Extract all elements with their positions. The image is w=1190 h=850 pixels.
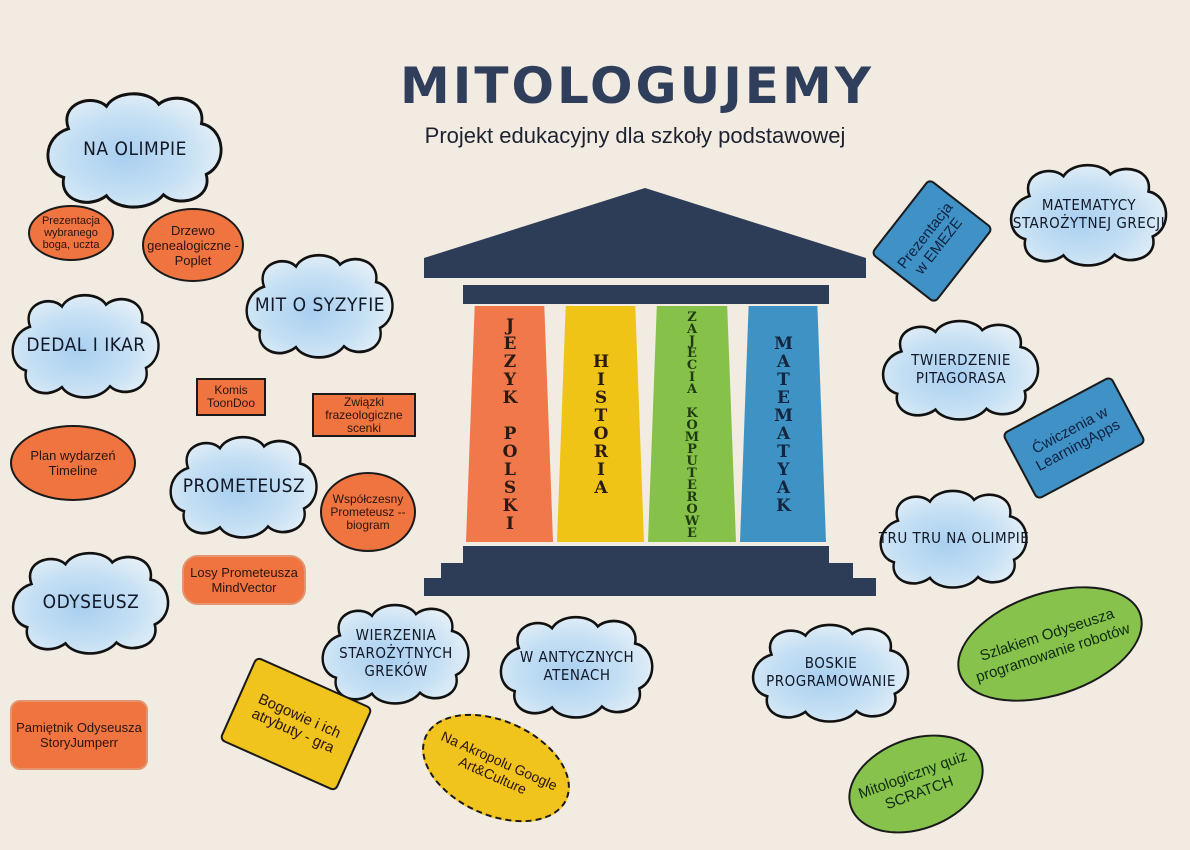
cloud-matematycy-grecji: MATEMATYCY STAROŻYTNEJ GRECJI: [1004, 160, 1174, 268]
cloud-twierdzenie-pitagorasa: TWIERDZENIE PITAGORASA: [876, 316, 1046, 422]
temple-roof: [424, 188, 866, 278]
cloud-antyczne-ateny: W ANTYCZNYCH ATENACH: [494, 612, 660, 720]
temple-step-2: [441, 563, 853, 581]
cloud-wierzenia-grekow: WIERZENIA STAROŻYTNYCH GREKÓW: [316, 600, 476, 706]
cloud-na-olimpie: NA OLIMPIE: [40, 88, 230, 210]
bubble-mitologiczny-quiz: Mitologiczny quiz SCRATCH: [834, 716, 998, 850]
column-historia: HISTORIA: [557, 306, 644, 542]
cloud-tru-tru-na-olimpie: TRU TRU NA OLIMPIE: [874, 486, 1034, 590]
cloud-odyseusz: ODYSEUSZ: [6, 548, 176, 656]
column-matematyka: MATEMATYAK: [740, 306, 826, 542]
temple-step-1: [463, 546, 829, 566]
bubble-losy-prometeusza: Losy Prometeusza MindVector: [182, 555, 306, 605]
bubble-zwiazki-frazeologiczne: Związki frazeologiczne scenki: [312, 393, 416, 437]
temple-architrave: [463, 285, 829, 304]
bubble-plan-wydarzen: Plan wydarzeń Timeline: [10, 425, 136, 501]
bubble-drzewo-genealogiczne: Drzewo genealogiczne - Poplet: [142, 208, 244, 282]
column-zajecia-komputerowe: ZAJECIA KOMPUTEROWE: [648, 306, 736, 542]
cloud-boskie-programowanie: BOSKIE PROGRAMOWANIE: [746, 620, 916, 724]
column-jezyk-polski: JEZYK POLSKI: [466, 306, 553, 542]
bubble-wspolczesny-prometeusz: Współczesny Prometeusz -- biogram: [320, 472, 416, 552]
cloud-dedal-i-ikar: DEDAL I IKAR: [6, 290, 166, 400]
bubble-komis-toondoo: Komis ToonDoo: [196, 378, 266, 416]
cloud-mit-o-syzyfie: MIT O SYZYFIE: [240, 250, 400, 360]
bubble-prezentacja-boga: Prezentacja wybranego boga, uczta: [28, 205, 114, 261]
temple-step-3: [424, 578, 876, 596]
bubble-prezentacja-emeze: Prezentacja w EMEZE: [870, 177, 994, 305]
bubble-pamietnik-odyseusza: Pamiętnik Odyseusza StoryJumperr: [10, 700, 148, 770]
page-subtitle: Projekt edukacyjny dla szkoły podstawowe…: [424, 123, 846, 148]
cloud-prometeusz: PROMETEUSZ: [164, 432, 324, 540]
page-title: MITOLOGUJEMY: [400, 57, 874, 115]
